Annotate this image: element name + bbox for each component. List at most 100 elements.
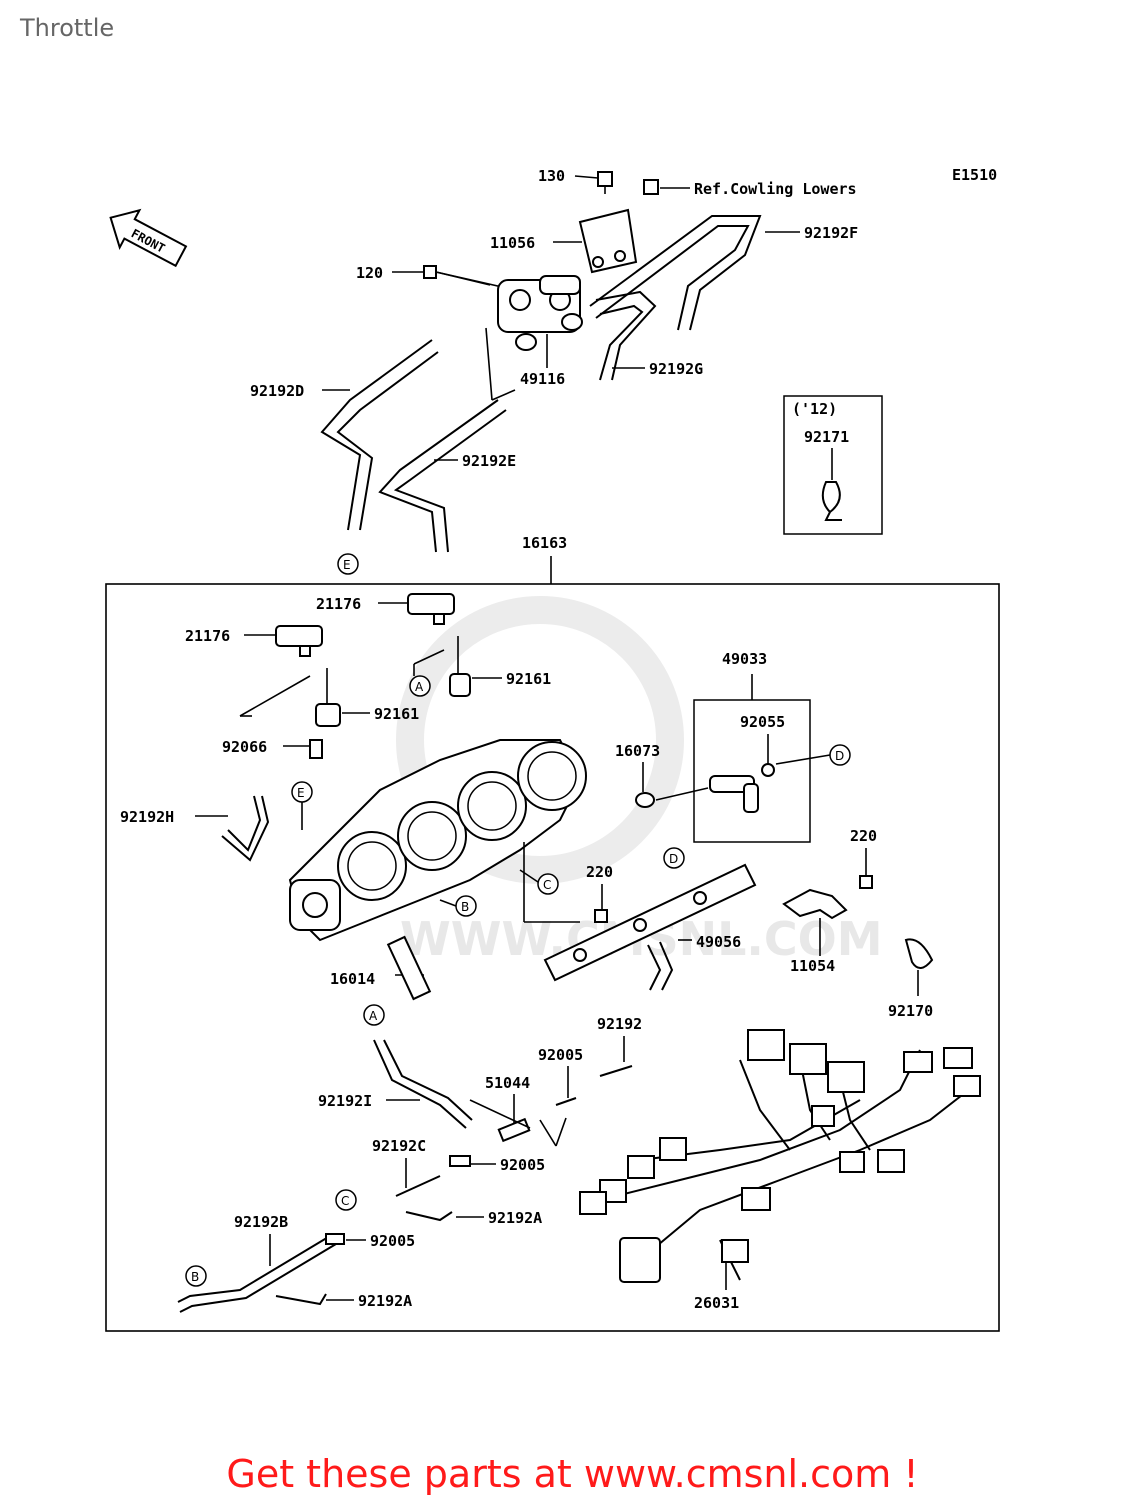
label-92192B: 92192B (234, 1213, 288, 1231)
hose-92192A-lower (275, 1293, 327, 1306)
hose-92192E (378, 399, 499, 553)
label-92005-b: 92005 (500, 1156, 545, 1174)
cap-92066 (309, 739, 323, 759)
bolt-220-right (859, 875, 873, 889)
label-92005-a: 92005 (538, 1046, 583, 1064)
injector-49033 (709, 775, 759, 813)
label-220-right: 220 (850, 827, 877, 845)
promo-banner[interactable]: Get these parts at www.cmsnl.com ! (226, 1452, 919, 1496)
hose-92192I (373, 1039, 467, 1129)
callout-A-top (409, 675, 431, 697)
bracket-11054 (782, 888, 848, 920)
label-92192I: 92192I (318, 1092, 372, 1110)
hose-92192A-upper (405, 1211, 453, 1222)
grommet-16073 (635, 792, 655, 808)
hose-92192H (227, 795, 262, 852)
label-120: 120 (356, 264, 383, 282)
label-220-mid: 220 (586, 863, 613, 881)
label-49033: 49033 (722, 650, 767, 668)
label-92066: 92066 (222, 738, 267, 756)
label-49116: 49116 (520, 370, 565, 388)
callout-E-mid-label: E (297, 786, 305, 800)
callout-B-mid-label: B (461, 900, 469, 914)
label-92192: 92192 (597, 1015, 642, 1033)
label-11056: 11056 (490, 234, 535, 252)
hose-92192B (177, 1235, 331, 1303)
label-92192G: 92192G (649, 360, 703, 378)
callout-D-right (829, 744, 851, 766)
oring-92055 (761, 763, 775, 777)
injector-box (693, 699, 811, 843)
tee-92005-a (555, 1097, 577, 1106)
hose-92192G (595, 290, 657, 381)
callout-E-top (337, 553, 359, 575)
label-92170: 92170 (888, 1002, 933, 1020)
page-title: Throttle (20, 14, 115, 42)
label-51044: 51044 (485, 1074, 530, 1092)
bolt-120 (423, 265, 437, 279)
hose-92192F (589, 215, 762, 331)
label-21176-right: 21176 (316, 595, 361, 613)
fitting-92161-left (315, 668, 341, 727)
callout-D-right-label: D (835, 749, 844, 763)
fitting-92161-right (449, 636, 471, 697)
sensor-21176-right (407, 593, 455, 625)
diagram-code: E1510 (952, 166, 997, 184)
parts-diagram: WWW.CMSNL.COM E1510 FRONT 130 Ref.Cowlin… (105, 166, 1000, 1332)
wire-harness-26031 (579, 1029, 981, 1283)
callout-C-mid (537, 873, 559, 895)
year-box-12: ('12) 92171 (783, 395, 883, 535)
callout-D-rail-label: D (669, 852, 678, 866)
year-box-label: ('12) (792, 400, 837, 418)
label-92055: 92055 (740, 713, 785, 731)
hose-92192D (320, 339, 433, 531)
label-16014: 16014 (330, 970, 375, 988)
label-92171: 92171 (804, 428, 849, 446)
callout-B-mid (455, 895, 477, 917)
callout-D-rail (663, 847, 685, 869)
callout-C-bottom-label: C (341, 1194, 349, 1208)
air-valve-49116 (497, 275, 583, 351)
bolt-220-mid (594, 909, 608, 923)
label-92192E: 92192E (462, 452, 516, 470)
front-arrow-icon: FRONT (109, 208, 188, 268)
label-11054: 11054 (790, 957, 835, 975)
callout-A-top-label: A (415, 680, 424, 694)
label-92005-c: 92005 (370, 1232, 415, 1250)
label-92192A-lower: 92192A (358, 1292, 412, 1310)
clamp-92170 (904, 938, 934, 969)
callout-C-bottom (335, 1189, 357, 1211)
label-16163: 16163 (522, 534, 567, 552)
callout-A-bottom-label: A (369, 1009, 378, 1023)
tee-92005-b (449, 1155, 471, 1167)
label-49056: 49056 (696, 933, 741, 951)
callout-A-bottom (363, 1004, 385, 1026)
label-92192D: 92192D (250, 382, 304, 400)
ref-note: Ref.Cowling Lowers (694, 180, 857, 198)
callout-E-top-label: E (343, 558, 351, 572)
label-92192A-upper: 92192A (488, 1209, 542, 1227)
bracket-11056 (578, 208, 638, 274)
callout-C-mid-label: C (543, 878, 551, 892)
label-21176-left: 21176 (185, 627, 230, 645)
bolt-ref (643, 179, 659, 195)
clamp-92171 (821, 481, 842, 521)
label-26031: 26031 (694, 1294, 739, 1312)
label-92161-right: 92161 (506, 670, 551, 688)
hose-92192 (599, 1065, 633, 1077)
fuel-rail-49056 (543, 863, 757, 991)
sensor-21176-left (275, 625, 323, 657)
label-92192C: 92192C (372, 1137, 426, 1155)
hose-92192C (395, 1175, 441, 1197)
tee-92005-c (325, 1233, 345, 1245)
label-130: 130 (538, 167, 565, 185)
label-16073: 16073 (615, 742, 660, 760)
assembly-frame (105, 583, 1000, 1332)
callout-B-bottom-label: B (191, 1270, 199, 1284)
label-92192H: 92192H (120, 808, 174, 826)
label-92161-left: 92161 (374, 705, 419, 723)
sensor-16014 (386, 935, 432, 1001)
throttle-body-assembly (288, 739, 587, 942)
callout-B-bottom (185, 1265, 207, 1287)
bolt-130 (597, 171, 613, 194)
